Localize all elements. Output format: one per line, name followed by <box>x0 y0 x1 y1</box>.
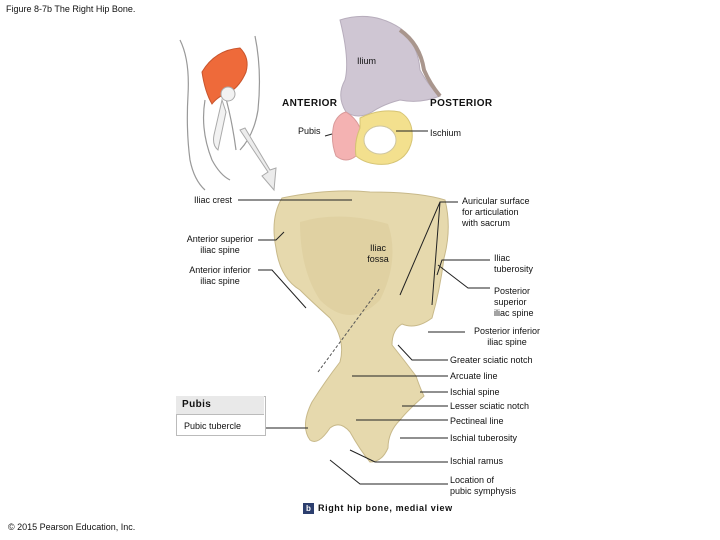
label-piis-line2: iliac spine <box>487 337 527 347</box>
label-pectineal-line: Pectineal line <box>450 416 504 426</box>
label-asis-line1: Anterior superior <box>186 234 254 244</box>
copyright-notice: © 2015 Pearson Education, Inc. <box>8 522 136 532</box>
color-coded-bone <box>331 15 442 165</box>
label-pubis: Pubis <box>298 126 321 136</box>
figure-caption: Right hip bone, medial view <box>318 503 453 513</box>
pubis-callout-header <box>176 396 264 415</box>
leader-auricular <box>399 201 458 306</box>
inset-hip-bone <box>201 47 248 105</box>
label-piis: Posterior inferior iliac spine <box>464 326 550 348</box>
label-piis-line1: Posterior inferior <box>473 326 541 336</box>
pubis-callout-title: Pubis <box>182 399 212 410</box>
label-psis-line1: Posterior <box>494 286 531 296</box>
leader-pubis-inset <box>324 133 333 137</box>
obturator-foramen <box>363 125 397 155</box>
label-auricular-surface: Auricular surface for articulation with … <box>462 196 530 229</box>
label-psis-line2: superior <box>494 297 527 307</box>
inset-femur <box>213 98 227 151</box>
leader-psis <box>437 264 490 289</box>
label-asis: Anterior superior iliac spine <box>180 234 260 256</box>
label-anterior: ANTERIOR <box>282 98 338 109</box>
label-ischium: Ischium <box>430 128 462 138</box>
label-posterior: POSTERIOR <box>430 98 493 109</box>
leader-aiis <box>258 269 307 309</box>
label-iliac-tuberosity-line2: tuberosity <box>494 264 534 274</box>
label-iliac-fossa-line2: fossa <box>367 254 389 264</box>
label-pubic-symphysis-line1: Location of <box>450 475 495 485</box>
label-pubic-symphysis-line2: pubic symphysis <box>450 486 517 496</box>
label-ischial-ramus: Ischial ramus <box>450 456 504 466</box>
label-auricular-line2: for articulation <box>462 207 519 217</box>
label-auricular-line1: Auricular surface <box>462 196 530 206</box>
label-pubic-tubercle: Pubic tubercle <box>184 421 242 431</box>
pubis-region <box>331 111 361 161</box>
leader-greater-sciatic <box>397 344 448 361</box>
pointer-arrow <box>239 127 277 192</box>
leader-asis <box>258 231 285 241</box>
label-aiis-line2: iliac spine <box>200 276 240 286</box>
label-psis-line3: iliac spine <box>494 308 534 318</box>
arcuate-line-dashed <box>317 287 381 373</box>
label-aiis-line1: Anterior inferior <box>189 265 251 275</box>
iliac-fossa-shade <box>300 216 393 315</box>
label-iliac-crest: Iliac crest <box>194 195 233 205</box>
label-ischial-spine: Ischial spine <box>450 387 500 397</box>
leader-iliac-tuberosity <box>436 259 490 276</box>
label-iliac-fossa-line1: Iliac <box>369 243 386 253</box>
caption-badge: b <box>303 503 314 514</box>
label-aiis: Anterior inferior iliac spine <box>180 265 260 287</box>
label-psis: Posterior superior iliac spine <box>494 286 534 319</box>
label-asis-line2: iliac spine <box>200 245 240 255</box>
label-ischial-tuberosity: Ischial tuberosity <box>450 433 518 443</box>
label-pubic-symphysis: Location of pubic symphysis <box>450 475 516 497</box>
label-iliac-tuberosity: Iliac tuberosity <box>494 253 533 275</box>
label-auricular-line3: with sacrum <box>462 218 511 228</box>
figure-title: Figure 8-7b The Right Hip Bone. <box>6 4 136 14</box>
label-iliac-tuberosity-line1: Iliac <box>494 253 511 263</box>
label-greater-sciatic-notch: Greater sciatic notch <box>450 355 533 365</box>
sacral-edge <box>398 28 442 98</box>
leader-lines <box>238 130 490 485</box>
label-lesser-sciatic-notch: Lesser sciatic notch <box>450 401 530 411</box>
label-arcuate-line: Arcuate line <box>450 371 498 381</box>
leader-pubic-symphysis <box>329 459 448 485</box>
leader-ischial-ramus <box>349 449 448 463</box>
inset-femur-head <box>220 86 236 102</box>
label-iliac-fossa: Iliac fossa <box>358 243 398 265</box>
label-ilium: Ilium <box>357 56 377 66</box>
